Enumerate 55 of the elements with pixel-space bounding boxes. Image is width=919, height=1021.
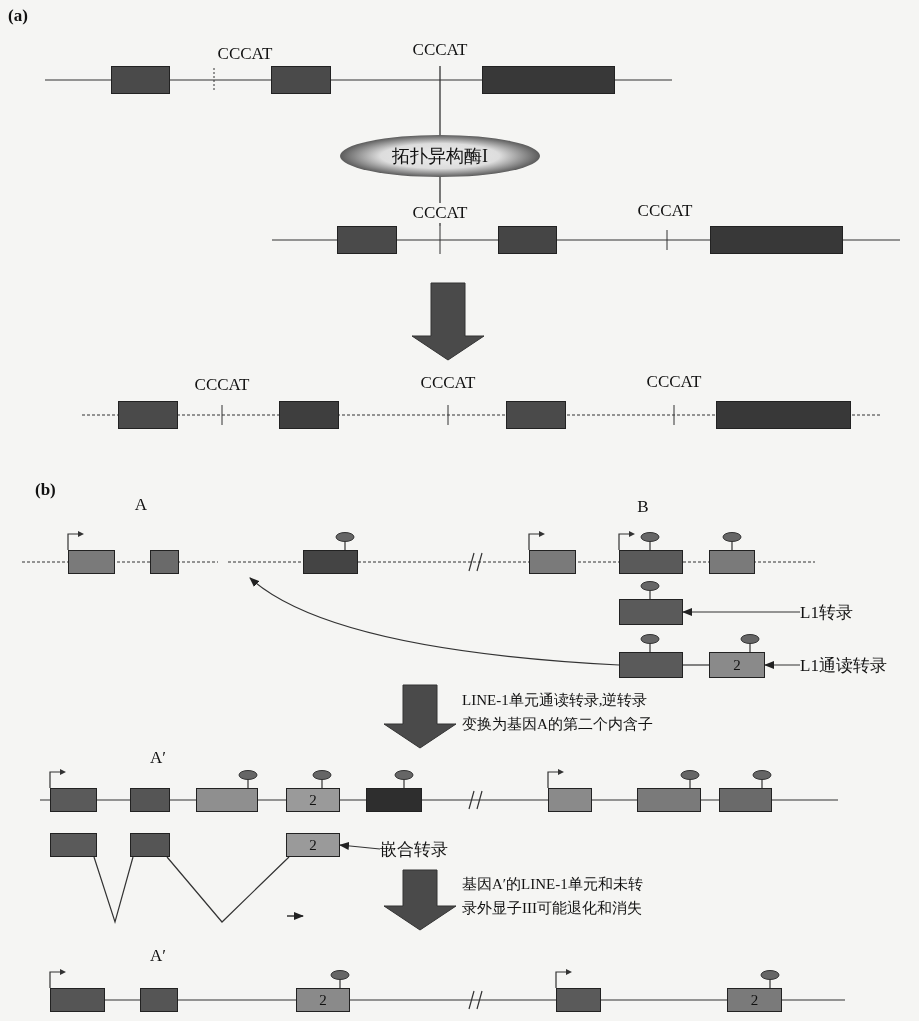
- exon-box: 2: [709, 652, 765, 678]
- exon-box: [637, 788, 701, 812]
- splice-line: [166, 856, 290, 923]
- exon-box: [506, 401, 566, 429]
- exon-box: [50, 988, 105, 1012]
- arrow: [339, 841, 381, 850]
- splice-line: [93, 856, 134, 925]
- exon-box: [271, 66, 331, 94]
- panel-label: (b): [35, 480, 56, 500]
- step-caption: LINE-1单元通读转录,逆转录变换为基因A的第二个内含子: [462, 691, 654, 734]
- exon-box: [68, 550, 115, 574]
- transcript-label: L1通读转录: [800, 652, 887, 678]
- exon-box: [709, 550, 755, 574]
- exon-box: [118, 401, 178, 429]
- enzyme-ellipse: 拓扑异构酶I: [340, 135, 540, 177]
- gene-label: A: [134, 495, 148, 515]
- site-label: CCCAT: [410, 203, 470, 223]
- gene-label: A′: [150, 946, 166, 966]
- exon-box: 2: [727, 988, 782, 1012]
- exon-box: [196, 788, 258, 812]
- exon-box: [619, 550, 683, 574]
- exon-box: [710, 226, 843, 254]
- exon-box: [111, 66, 170, 94]
- exon-box: [140, 988, 178, 1012]
- exon-box: [366, 788, 422, 812]
- exon-box: [619, 652, 683, 678]
- exon-box: [619, 599, 683, 625]
- gene-label: A′: [150, 748, 166, 768]
- exon-box: [719, 788, 772, 812]
- exon-box: [337, 226, 397, 254]
- exon-box: 2: [286, 788, 340, 812]
- exon-box: [556, 988, 601, 1012]
- connecting-line: [682, 664, 710, 666]
- exon-box: [529, 550, 576, 574]
- exon-box: [50, 833, 97, 857]
- exon-box: [50, 788, 97, 812]
- step-caption: 基因A′的LINE-1单元和未转录外显子III可能退化和消失: [462, 875, 644, 918]
- exon-box: [303, 550, 358, 574]
- exon-box: [548, 788, 592, 812]
- exon-box: [498, 226, 557, 254]
- gene-label: B: [637, 497, 649, 517]
- exon-box: [150, 550, 179, 574]
- panel-label: (a): [8, 6, 28, 26]
- exon-box: 2: [286, 833, 340, 857]
- transcript-label: 嵌合转录: [380, 836, 448, 862]
- arrow: [764, 661, 801, 669]
- exon-box: [130, 788, 170, 812]
- curved-arrow: [249, 577, 620, 666]
- exon-box: [130, 833, 170, 857]
- transcript-label: L1转录: [800, 599, 853, 625]
- exon-box: [279, 401, 339, 429]
- arrow: [682, 608, 801, 616]
- exon-box: [716, 401, 851, 429]
- exon-box: 2: [296, 988, 350, 1012]
- exon-box: [482, 66, 615, 94]
